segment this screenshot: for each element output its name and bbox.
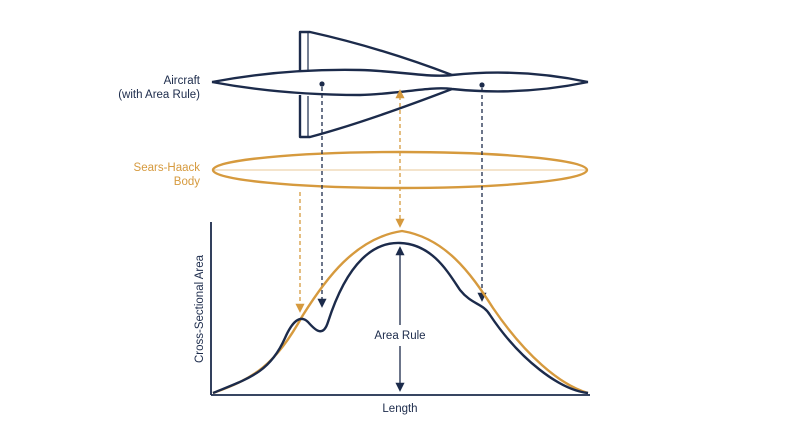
area-rule-label: Area Rule bbox=[360, 329, 440, 343]
lower-wing bbox=[298, 87, 453, 139]
projection-arrows bbox=[295, 87, 487, 313]
aircraft-marker-tail bbox=[479, 82, 485, 88]
fuselage-bottom bbox=[211, 80, 589, 97]
sears-haack-label-line1: Sears-Haack bbox=[133, 162, 200, 174]
aircraft-area-curve bbox=[212, 241, 589, 395]
aircraft-shape bbox=[211, 30, 589, 139]
fuselage-top bbox=[211, 68, 589, 84]
x-axis-label: Length bbox=[382, 403, 418, 415]
graph-axes bbox=[210, 222, 590, 396]
aircraft-label-line1: Aircraft bbox=[163, 75, 200, 87]
aircraft-label-line2: (with Area Rule) bbox=[118, 89, 200, 101]
aircraft-marker-wing bbox=[319, 81, 325, 87]
sears-haack-label: Sears-Haack Body bbox=[60, 161, 200, 189]
upper-wing bbox=[298, 30, 453, 77]
y-axis-label: Cross-Sectional Area bbox=[194, 254, 206, 363]
sears-haack-label-line2: Body bbox=[173, 176, 200, 188]
aircraft-label: Aircraft (with Area Rule) bbox=[60, 74, 200, 102]
